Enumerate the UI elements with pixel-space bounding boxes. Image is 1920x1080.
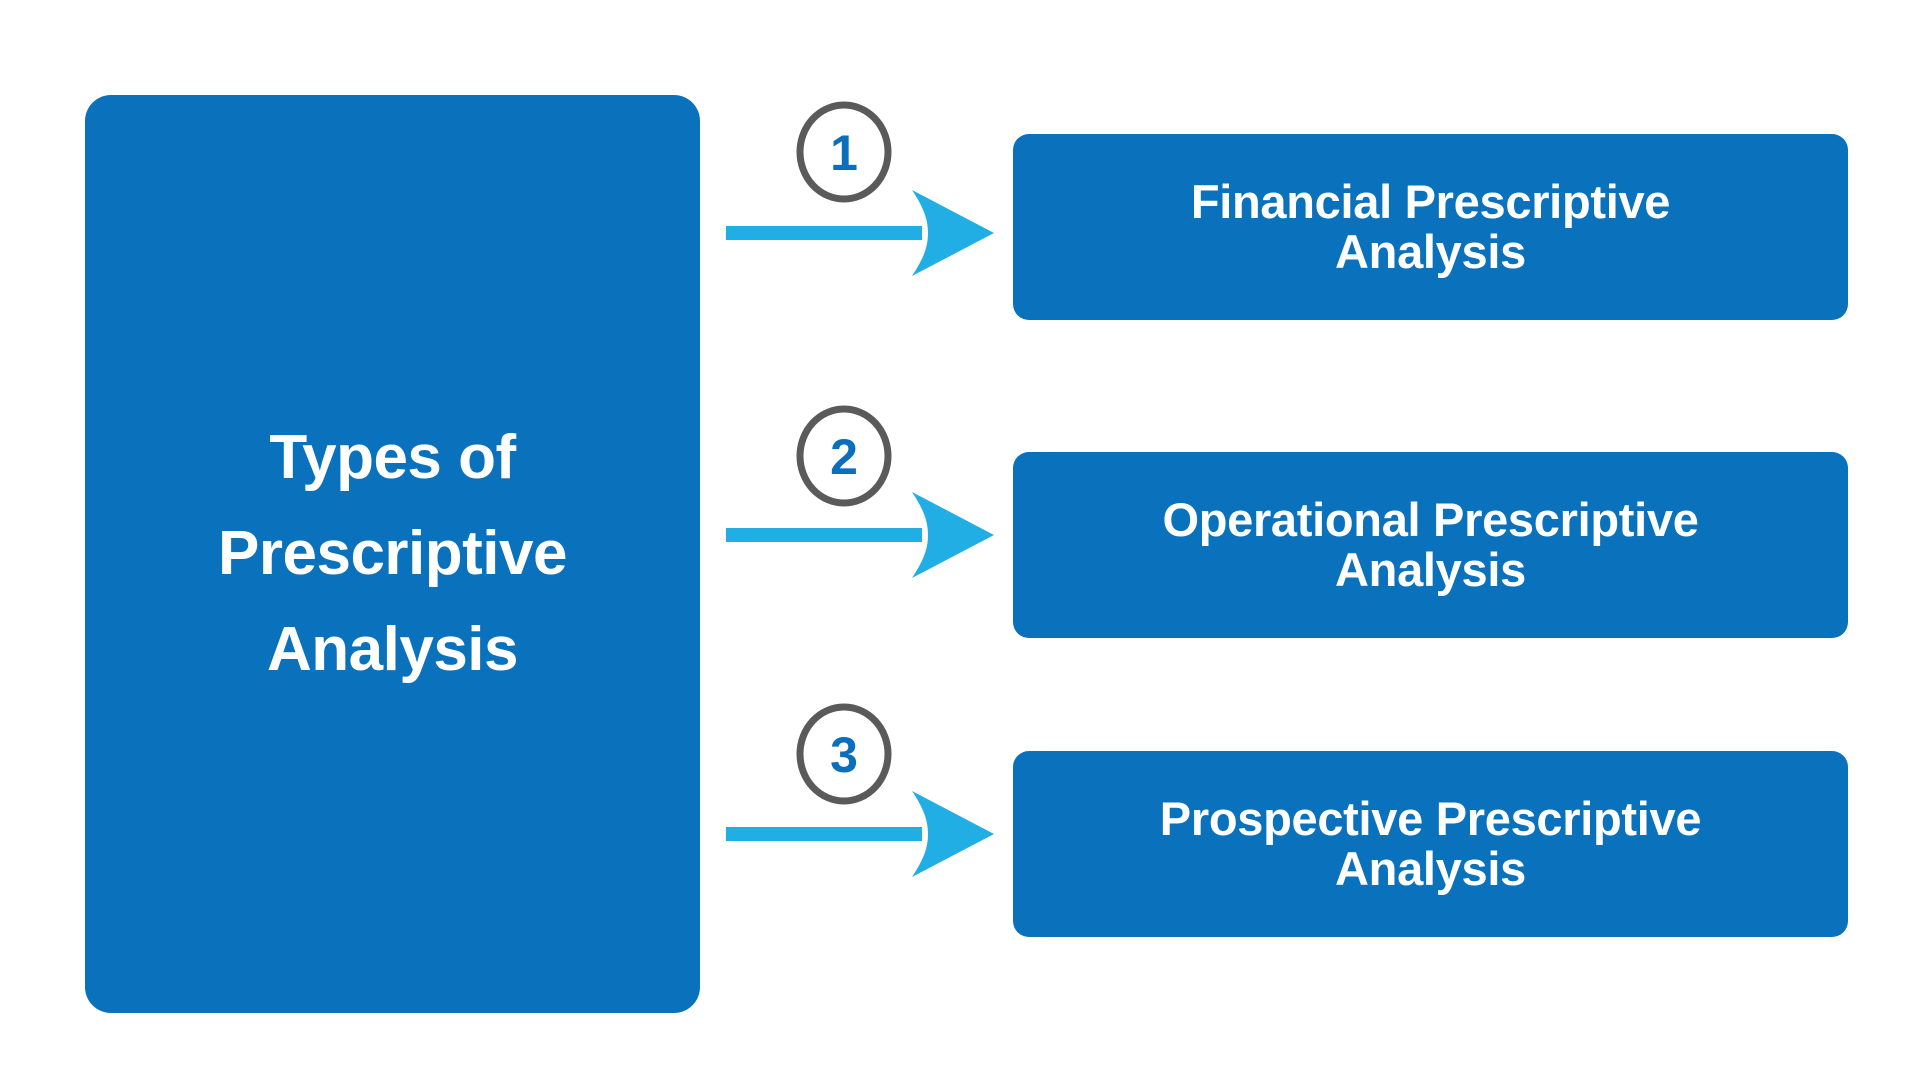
result-label-financial-line-2: Analysis	[1335, 225, 1526, 278]
arrow-right-icon-3	[726, 777, 994, 893]
result-label-financial-line-1: Financial Prescriptive	[1190, 174, 1671, 228]
main-concept-title-line-2: Prescriptive	[218, 519, 568, 588]
result-label-prospective-line-1: Prospective Prescriptive	[1159, 791, 1702, 845]
result-label-operational-line-1: Operational Prescriptive	[1162, 492, 1699, 546]
step-number-text-1: 1	[830, 125, 858, 181]
main-concept-title-line-3: Analysis	[266, 615, 519, 684]
arrow-right-icon-1	[726, 176, 994, 292]
result-label-operational-line-2: Analysis	[1335, 543, 1526, 596]
step-number-text-3: 3	[830, 727, 858, 783]
main-concept-panel: Types of Prescriptive Analysis	[85, 95, 700, 1013]
result-label-financial: Financial Prescriptive Analysis	[1190, 174, 1671, 278]
result-label-prospective: Prospective Prescriptive Analysis	[1159, 791, 1702, 895]
result-box-operational: Operational Prescriptive Analysis	[1013, 452, 1848, 638]
result-label-operational: Operational Prescriptive Analysis	[1162, 492, 1699, 596]
result-label-prospective-line-2: Analysis	[1335, 842, 1526, 895]
main-concept-title-line-1: Types of	[269, 423, 516, 492]
step-number-text-2: 2	[830, 429, 858, 485]
result-box-prospective: Prospective Prescriptive Analysis	[1013, 751, 1848, 937]
main-concept-title: Types of Prescriptive Analysis	[218, 393, 568, 715]
step-number-circle-1: 1	[792, 100, 896, 204]
step-number-circle-3: 3	[792, 702, 896, 806]
step-number-circle-2: 2	[792, 404, 896, 508]
result-box-financial: Financial Prescriptive Analysis	[1013, 134, 1848, 320]
arrow-right-icon-2	[726, 478, 994, 594]
